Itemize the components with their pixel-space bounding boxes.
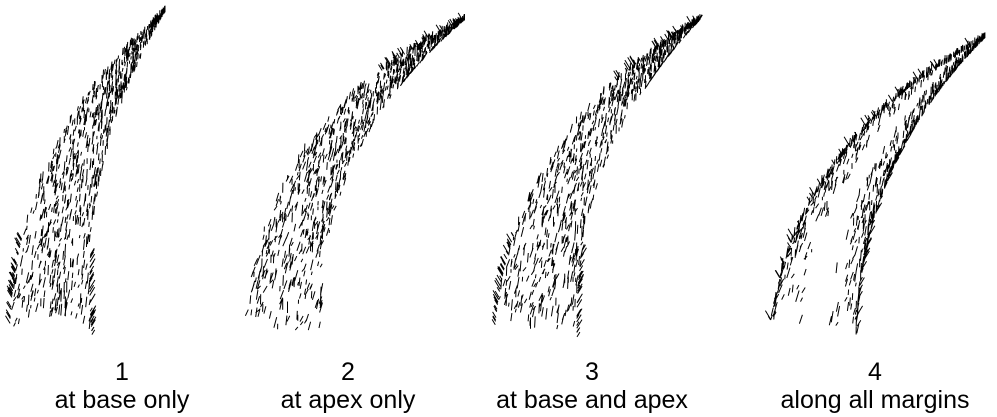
caption-number-2: 2: [228, 358, 468, 386]
awn-figure: [0, 0, 997, 350]
caption-3: 3 at base and apex: [472, 358, 712, 414]
caption-label-2: at apex only: [228, 386, 468, 414]
caption-number-3: 3: [472, 358, 712, 386]
awn-stipple: [499, 14, 700, 329]
caption-4: 4 along all margins: [755, 358, 995, 414]
caption-1: 1 at base only: [2, 358, 242, 414]
awn-illustration-3: [492, 14, 702, 337]
awn-stipple: [771, 32, 985, 334]
caption-label-1: at base only: [2, 386, 242, 414]
awn-illustration-4: [765, 32, 985, 334]
awn-illustration-2: [245, 13, 464, 330]
caption-2: 2 at apex only: [228, 358, 468, 414]
awn-illustration-1: [6, 6, 166, 335]
caption-number-1: 1: [2, 358, 242, 386]
caption-number-4: 4: [755, 358, 995, 386]
awn-stipple: [245, 14, 464, 330]
awn-hairs: [492, 15, 702, 337]
awn-stipple: [12, 6, 165, 329]
caption-label-4: along all margins: [755, 386, 995, 414]
awn-hairs: [765, 38, 984, 327]
caption-label-3: at base and apex: [472, 386, 712, 414]
